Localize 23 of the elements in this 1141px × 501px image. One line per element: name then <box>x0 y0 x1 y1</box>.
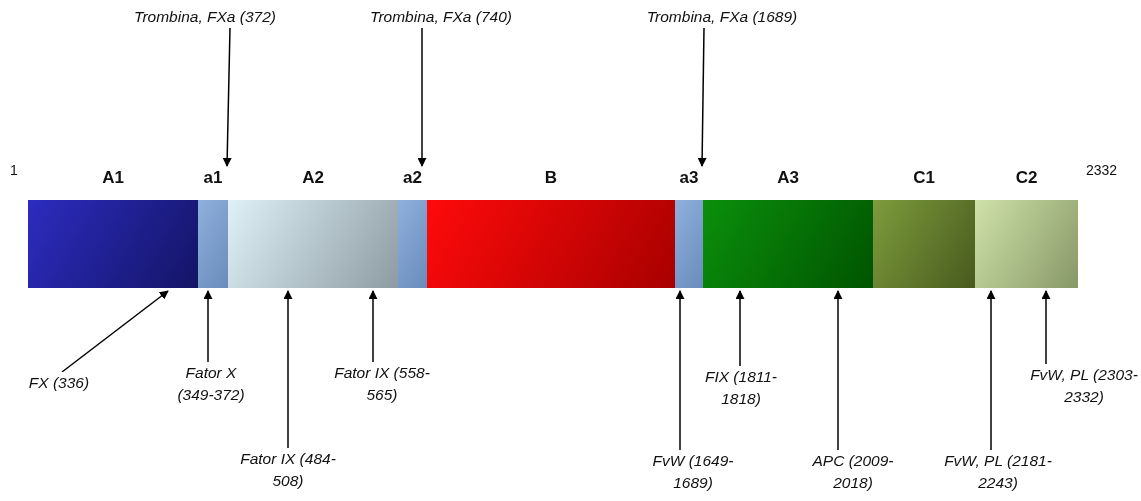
arrow <box>1041 290 1051 365</box>
domain-label: a1 <box>202 168 224 188</box>
domain-label: C2 <box>1014 168 1039 188</box>
arrow <box>697 27 707 167</box>
residue-number: 2332 <box>1086 162 1118 178</box>
arrow <box>986 290 996 451</box>
domain-label: A3 <box>776 168 800 188</box>
arrow <box>222 27 232 167</box>
domain-label: a2 <box>402 168 423 188</box>
domain-label: B <box>543 168 559 188</box>
domain-label: A1 <box>101 168 125 188</box>
residue-number: 1 <box>10 162 18 178</box>
domain-label: a3 <box>678 168 700 188</box>
domain-label: C1 <box>912 168 936 188</box>
arrow <box>675 290 685 451</box>
arrow <box>368 290 378 363</box>
arrow <box>417 27 427 167</box>
arrow <box>283 290 293 449</box>
domain-label: A2 <box>301 168 325 188</box>
arrow <box>833 290 843 451</box>
arrow <box>61 290 169 373</box>
arrow <box>735 290 745 367</box>
arrow <box>203 290 213 363</box>
